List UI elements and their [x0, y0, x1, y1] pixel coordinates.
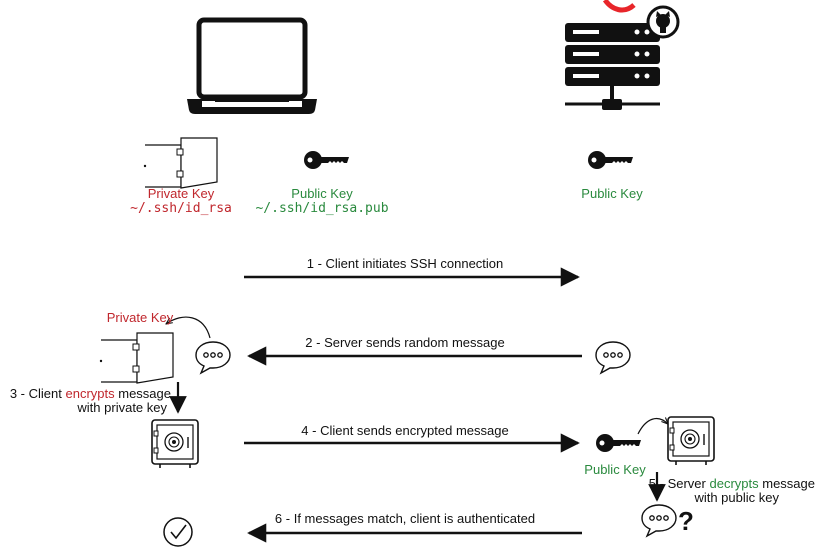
speech-bubble-icon-result [641, 504, 677, 537]
check-circle-icon [163, 517, 193, 547]
step-2-label: 2 - Server sends random message [305, 335, 505, 350]
step-3-label-line-2: with private key [77, 400, 167, 415]
step-3-text-suffix: message [114, 386, 171, 401]
flow-public-key-label: Public Key [584, 462, 646, 477]
flow-private-key-label: Private Key [106, 310, 174, 325]
step-5-label-line-2: with public key [694, 490, 779, 505]
curved-arrow-server [637, 419, 668, 435]
client-private-key-label: Private Key [147, 186, 215, 201]
curved-arrow-client [166, 316, 211, 339]
server-decrypt-key-icon [596, 434, 641, 452]
step-1-label: 1 - Client initiates SSH connection [306, 256, 504, 271]
server-public-key-icon [588, 151, 633, 169]
client-public-key-icon [304, 151, 349, 169]
safe-icon-server [667, 416, 715, 466]
step-6-label: 6 - If messages match, client is authent… [274, 511, 536, 526]
step-4-label: 4 - Client sends encrypted message [301, 423, 509, 438]
step-5-label: 5 - Server decrypts message [649, 476, 815, 492]
private-key-document-icon-step-3 [99, 332, 174, 384]
step-5-text-prefix: 5 - Server [648, 476, 710, 491]
laptop-icon [187, 17, 317, 114]
client-public-key-label: Public Key [291, 186, 353, 201]
step-5-text-suffix: message [758, 476, 815, 491]
step-5-highlight: decrypts [709, 476, 759, 491]
step-3-text-prefix: 3 - Client [9, 386, 66, 401]
safe-icon-client [151, 419, 199, 469]
step-3-highlight: encrypts [65, 386, 115, 401]
speech-bubble-icon-server [595, 341, 631, 374]
server-public-key-label: Public Key [581, 186, 643, 201]
github-icon [646, 5, 680, 39]
header-accent [602, 0, 636, 13]
client-private-key-path: ~/.ssh/id_rsa [130, 201, 232, 216]
step-3-label: 3 - Client encrypts message [10, 386, 171, 402]
client-public-key-path: ~/.ssh/id_rsa.pub [255, 201, 389, 216]
speech-bubble-icon-client [195, 341, 231, 374]
private-key-document-icon [143, 137, 218, 189]
server-icon [565, 23, 660, 110]
question-mark: ? [678, 506, 694, 536]
